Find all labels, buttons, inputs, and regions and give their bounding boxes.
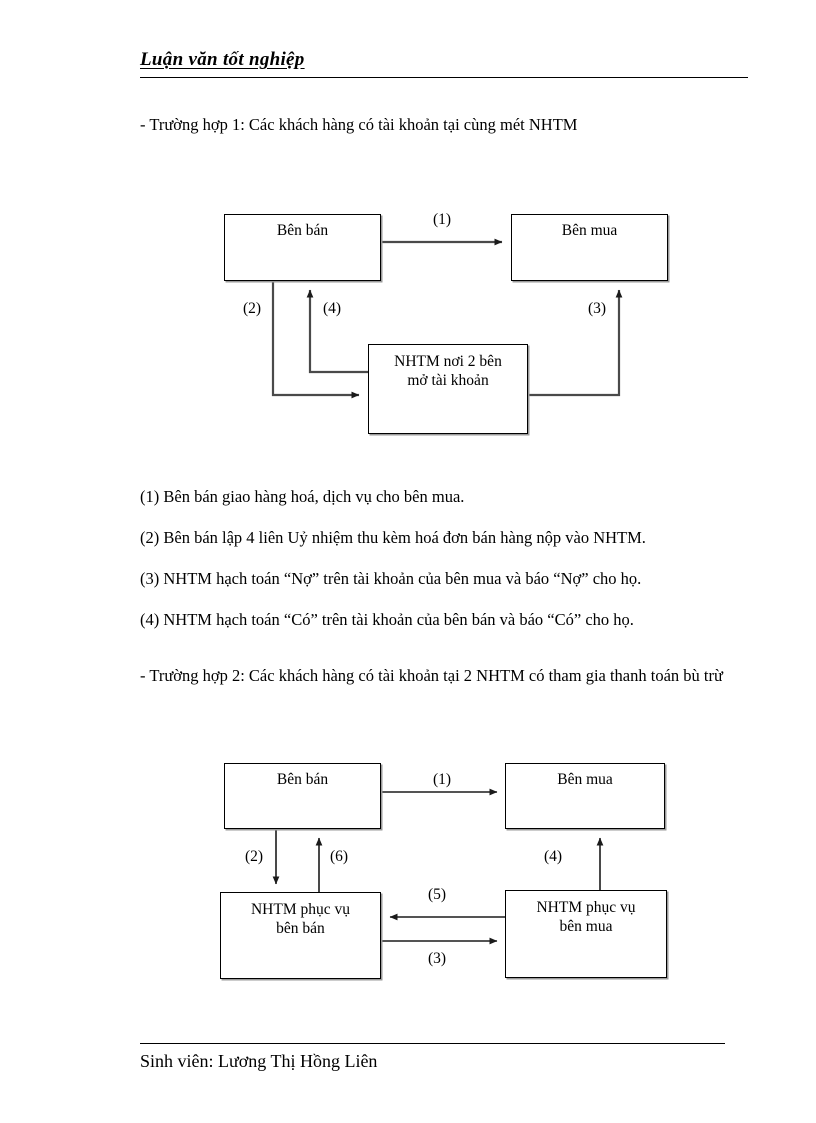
step-item-1: (1) Bên bán giao hàng hoá, dịch vụ cho b… [140,487,465,506]
d2-box-seller: Bên bán [224,763,381,829]
d2-box-buyer: Bên mua [505,763,665,829]
header-divider [140,77,748,78]
d2-box-seller-label: Bên bán [276,771,329,788]
header-title: Luận văn tốt nghiệp [140,49,305,70]
footer-student-name: Sinh viên: Lương Thị Hồng Liên [140,1051,378,1071]
d2-edge-label-1: (1) [433,771,452,788]
step-item-3: (3) NHTM hạch toán “Nợ” trên tài khoản c… [140,569,642,588]
page-header: Luận văn tốt nghiệp [140,48,748,72]
step-list: (1) Bên bán giao hàng hoá, dịch vụ cho b… [140,487,750,651]
d2-box-buyer-label: Bên mua [557,771,613,788]
footer-divider [140,1043,725,1044]
d2-edge-label-3: (3) [428,950,447,967]
d2-box-buyer-bank: NHTM phục vụ bên mua [505,890,667,978]
d2-edge-label-6: (6) [330,848,349,865]
case2-intro-paragraph: - Trường hợp 2: Các khách hàng có tài kh… [140,666,723,685]
case1-intro-paragraph: - Trường hợp 1: Các khách hàng có tài kh… [140,115,578,134]
d2-edge-label-4: (4) [544,848,563,865]
step-item-4: (4) NHTM hạch toán “Có” trên tài khoản c… [140,610,634,629]
d2-box-buyer-bank-label: NHTM phục vụ bên mua [536,899,636,935]
d2-edge-label-5: (5) [428,886,447,903]
d2-box-seller-bank-label: NHTM phục vụ bên bán [250,901,351,937]
d2-edge-label-2: (2) [245,848,264,865]
d2-box-seller-bank: NHTM phục vụ bên bán [220,892,381,979]
step-item-2: (2) Bên bán lập 4 liên Uỷ nhiệm thu kèm … [140,528,646,547]
